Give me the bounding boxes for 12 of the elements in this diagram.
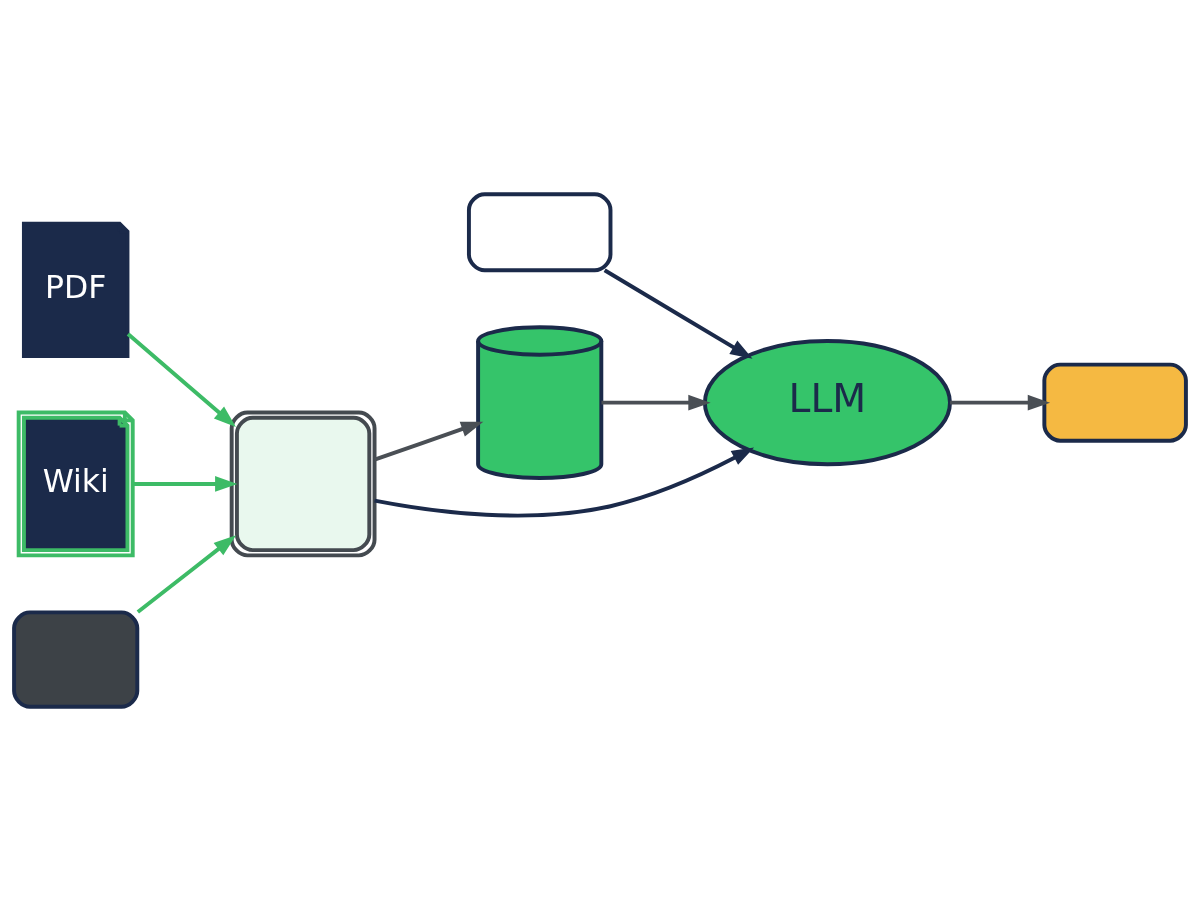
node-chip xyxy=(229,410,377,557)
arrow xyxy=(601,394,711,410)
arrow xyxy=(374,446,755,517)
arrow xyxy=(126,331,236,427)
node-envelope xyxy=(12,609,140,709)
arrow xyxy=(133,475,238,492)
node-bubble xyxy=(466,191,613,272)
arrow xyxy=(950,394,1051,410)
node-bubble xyxy=(1042,362,1188,443)
arrow xyxy=(374,421,484,461)
arrow xyxy=(603,268,753,359)
arrow xyxy=(136,534,237,614)
